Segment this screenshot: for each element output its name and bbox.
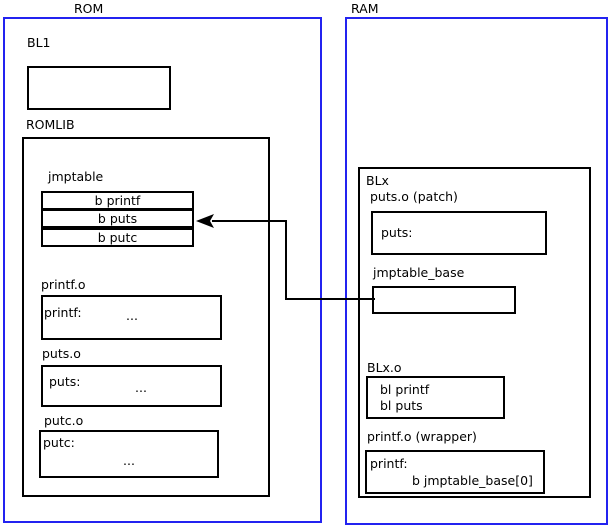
- bl1-body: [29, 68, 169, 76]
- jmptable-box: b printf b puts b putc: [41, 191, 194, 247]
- blx-label: BLx: [366, 173, 389, 188]
- putc-o-body: ...: [123, 453, 135, 468]
- putc-o-box: putc: ...: [39, 430, 219, 478]
- connector-segment-vertical: [285, 220, 287, 300]
- blx-o-label: BLx.o: [367, 360, 402, 375]
- patch-symbol: puts:: [381, 225, 413, 240]
- printf-o-symbol: printf:: [44, 305, 82, 320]
- connector-segment-horizontal-lower: [285, 298, 375, 300]
- connector-arrowhead-icon: [196, 214, 214, 228]
- jmptable-entry-printf[interactable]: b printf: [41, 191, 194, 210]
- connector-segment-horizontal-upper: [212, 220, 287, 222]
- printf-o-body: ...: [126, 308, 138, 323]
- jmptable-entry-puts[interactable]: b puts: [41, 209, 194, 228]
- blx-o-line-2: bl puts: [380, 398, 423, 413]
- printf-o-box: printf: ...: [41, 295, 222, 340]
- jmptable-base-box[interactable]: [372, 286, 516, 314]
- puts-o-body: ...: [135, 380, 147, 395]
- bl1-label: BL1: [27, 35, 51, 50]
- jmptable-label: jmptable: [48, 169, 104, 184]
- wrapper-symbol: printf:: [370, 456, 408, 471]
- putc-o-label: putc.o: [44, 413, 84, 428]
- blx-o-box: bl printf bl puts: [366, 376, 505, 419]
- patch-box: puts:: [371, 211, 547, 255]
- bl1-box: [27, 66, 171, 110]
- jmptable-base-label: jmptable_base: [373, 265, 465, 280]
- blx-o-line-1: bl printf: [380, 382, 430, 397]
- wrapper-instruction: b jmptable_base[0]: [412, 473, 533, 488]
- printf-o-label: printf.o: [41, 277, 86, 292]
- putc-o-symbol: putc:: [43, 435, 75, 450]
- puts-o-label: puts.o: [42, 346, 81, 361]
- wrapper-label: printf.o (wrapper): [367, 429, 477, 444]
- romlib-label: ROMLIB: [26, 117, 75, 132]
- jmptable-entry-putc[interactable]: b putc: [41, 228, 194, 247]
- puts-o-box: puts: ...: [41, 365, 222, 407]
- patch-label: puts.o (patch): [370, 189, 458, 204]
- ram-region-label: RAM: [351, 1, 379, 16]
- rom-region-label: ROM: [74, 1, 104, 16]
- wrapper-box: printf: b jmptable_base[0]: [365, 450, 545, 494]
- puts-o-symbol: puts:: [49, 374, 81, 389]
